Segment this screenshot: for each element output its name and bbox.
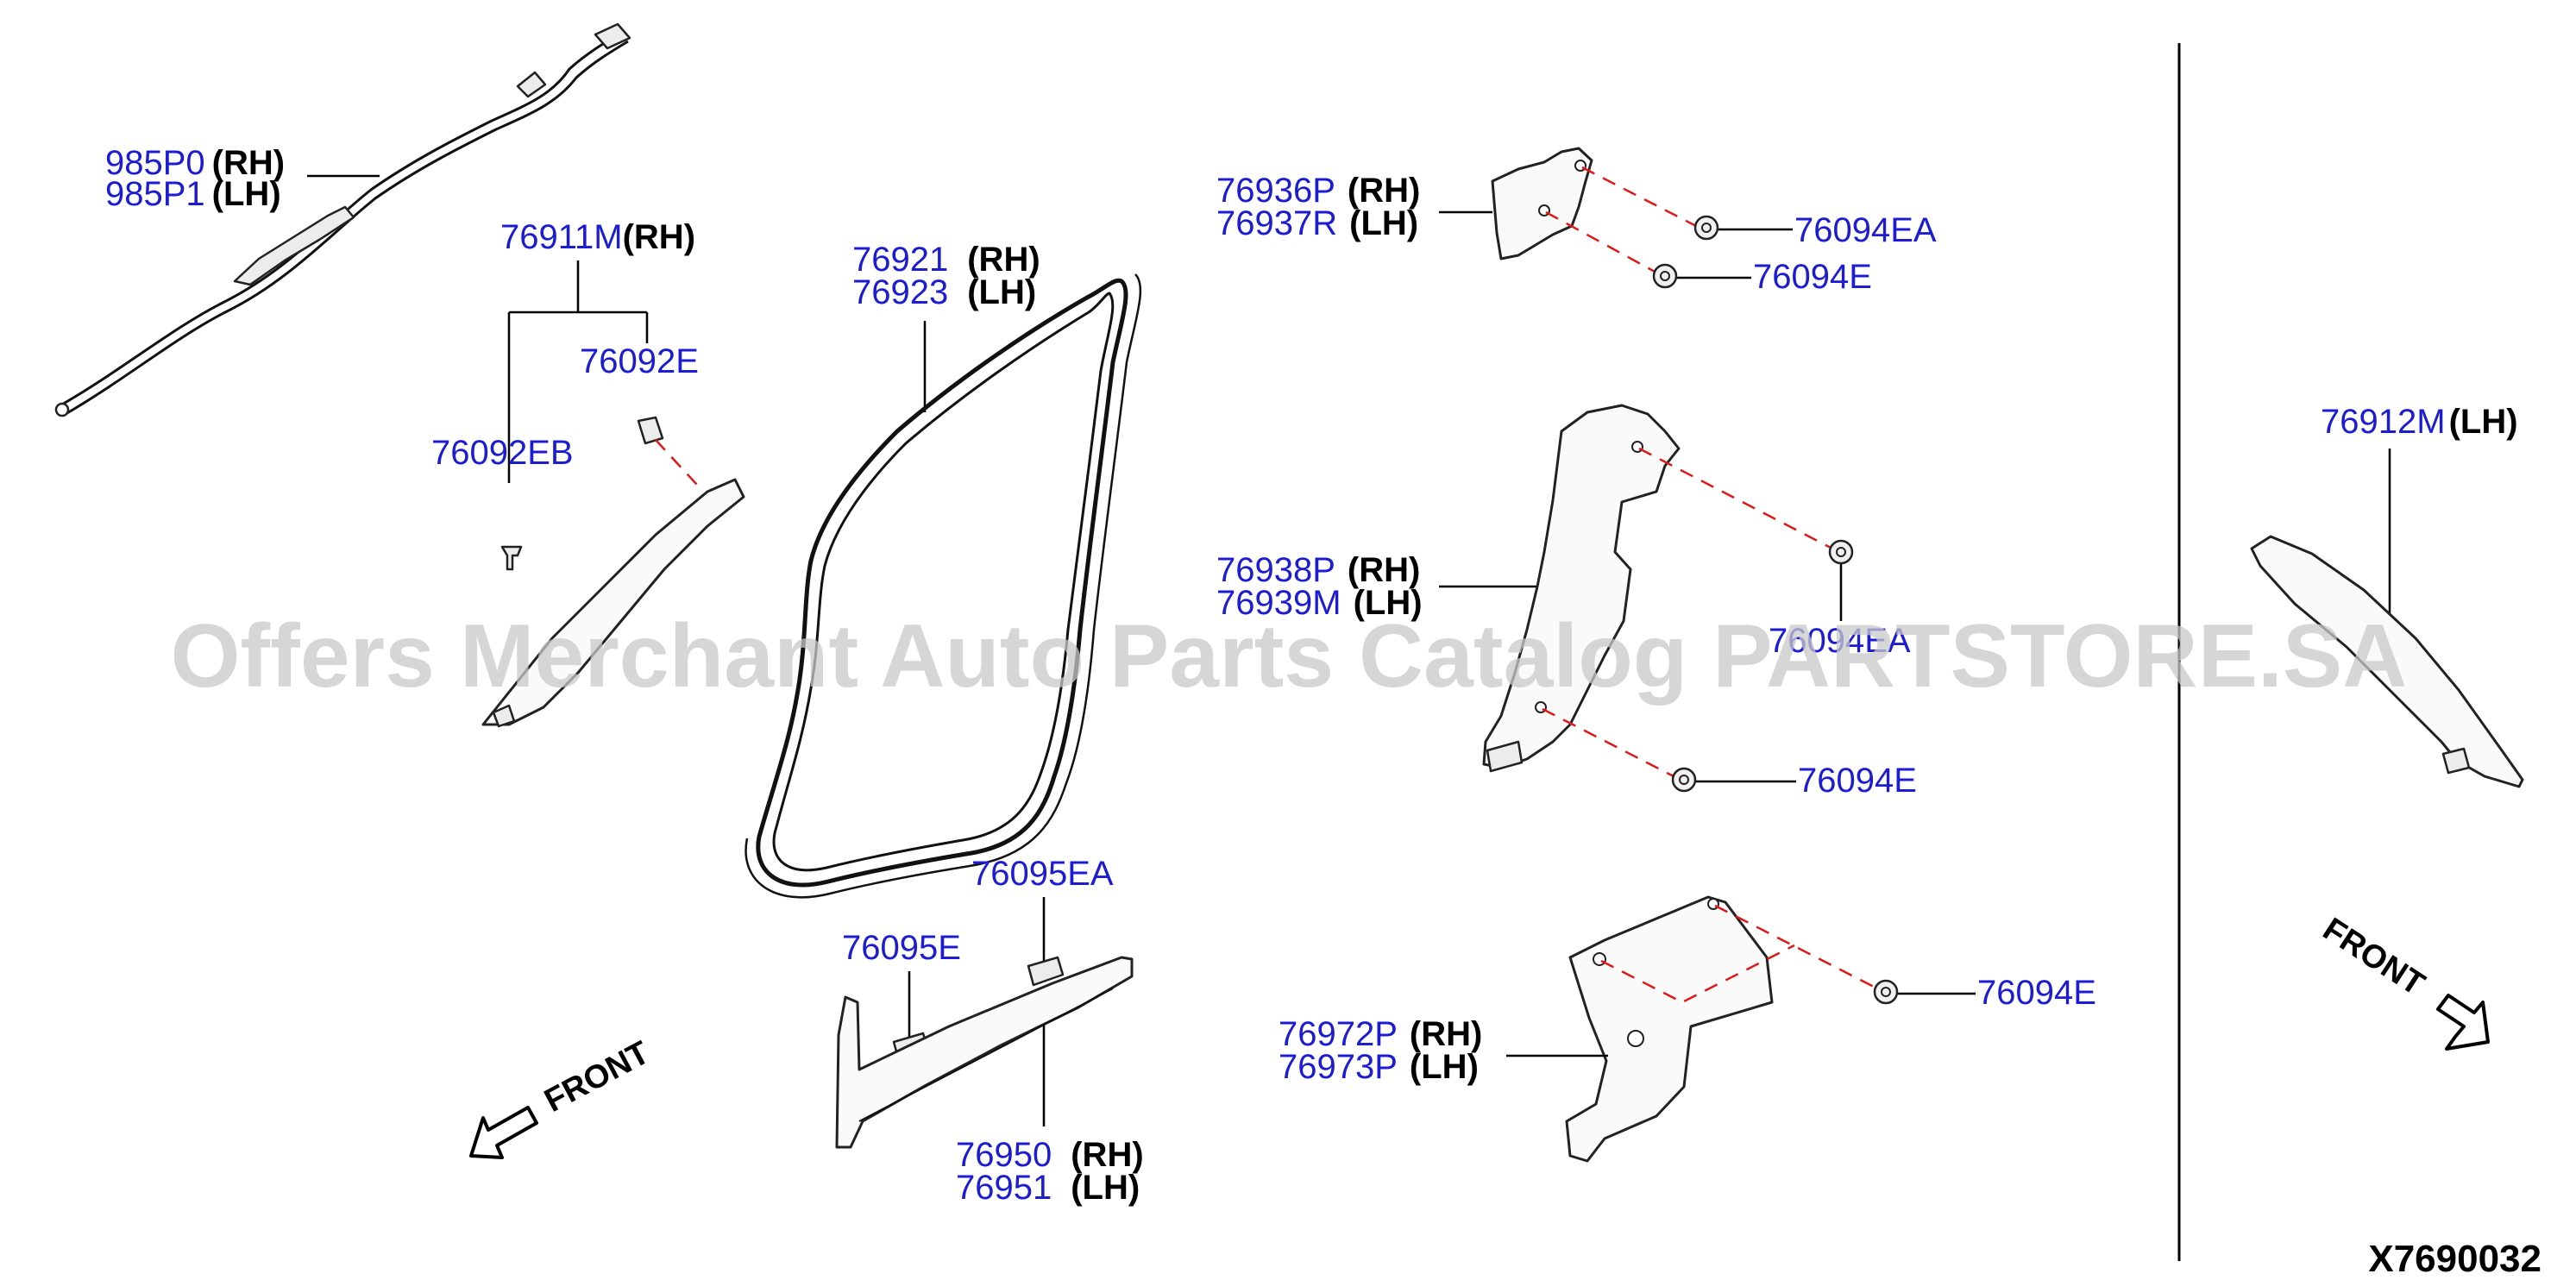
- front-label-right: FRONT: [2316, 911, 2431, 1003]
- part-76092EB[interactable]: 76092EB: [431, 434, 574, 472]
- diagram-id: X7690032: [2368, 1238, 2541, 1280]
- front-direction-arrow-left: FRONT: [469, 1034, 656, 1159]
- part-76095E[interactable]: 76095E: [842, 929, 961, 967]
- part-985P1[interactable]: 985P1(LH): [105, 175, 281, 213]
- leader-76911M-rh: [507, 260, 649, 483]
- clip-76094E-mid-icon: [1671, 767, 1697, 793]
- fastener-path-76094E-top: [1545, 210, 1657, 274]
- part-76094EA-top[interactable]: 76094EA: [1794, 211, 1937, 249]
- garnish-lh-clip-slot: [2441, 747, 2471, 775]
- part-76937R[interactable]: 76937R(LH): [1216, 204, 1418, 242]
- part-76094E-top[interactable]: 76094E: [1753, 258, 1872, 296]
- part-76094E-low[interactable]: 76094E: [1977, 974, 2096, 1012]
- clip-76094EA-top-icon: [1693, 215, 1719, 241]
- part-76094E-mid[interactable]: 76094E: [1798, 762, 1917, 800]
- clip-76094E-top-icon: [1652, 263, 1678, 289]
- part-76950[interactable]: 76950(RH): [956, 1136, 1144, 1174]
- center-pillar-lower-illustration: [1482, 404, 1681, 769]
- fastener-path-76094EA-mid: [1638, 447, 1833, 550]
- part-76092E[interactable]: 76092E: [580, 342, 699, 380]
- part-985P0[interactable]: 985P0(RH): [105, 144, 285, 182]
- part-76911M-rh[interactable]: 76911M(RH): [500, 218, 695, 256]
- fastener-path-76094EA-top: [1581, 166, 1697, 228]
- part-76923[interactable]: 76923(LH): [852, 273, 1036, 311]
- part-76972P[interactable]: 76972P(RH): [1279, 1015, 1482, 1053]
- rear-pillar-lower-illustration: [1565, 895, 1774, 1163]
- part-76938P[interactable]: 76938P(RH): [1216, 551, 1420, 589]
- screw-76092EB-icon: [500, 545, 523, 571]
- clip-76094E-low-icon: [1873, 979, 1899, 1005]
- center-pillar-upper-illustration: [1491, 147, 1593, 260]
- fastener-path-76094E-mid: [1542, 707, 1674, 778]
- kicking-plate-illustration: [835, 956, 1134, 1149]
- door-weatherstrip-illustration: [745, 273, 1142, 899]
- part-76973P[interactable]: 76973P(LH): [1279, 1048, 1479, 1086]
- clip-76095EA-icon: [1027, 956, 1065, 987]
- curtain-airbag-illustration: [54, 22, 631, 417]
- part-76095EA[interactable]: 76095EA: [971, 855, 1114, 893]
- front-pillar-garnish-rh-illustration: [481, 478, 745, 726]
- watermark-text: Offers Merchant Auto Parts Catalog PARTS…: [171, 606, 2408, 706]
- front-label-left: FRONT: [539, 1034, 656, 1120]
- garnish-clip-slot: [492, 704, 516, 728]
- pillar-vent-grille: [1486, 740, 1524, 773]
- fastener-path-76092E: [655, 439, 698, 486]
- part-76951[interactable]: 76951(LH): [956, 1169, 1140, 1207]
- front-pillar-garnish-lh-illustration: [2250, 535, 2524, 788]
- part-76094EA-mid[interactable]: 76094EA: [1769, 622, 1911, 660]
- part-76936P[interactable]: 76936P(RH): [1216, 172, 1420, 210]
- fastener-path-76094E-low: [1600, 904, 1878, 1004]
- part-76921[interactable]: 76921(RH): [852, 241, 1040, 279]
- part-76939M[interactable]: 76939M(LH): [1216, 584, 1423, 622]
- clip-76094EA-mid-icon: [1828, 539, 1854, 565]
- front-direction-arrow-right: FRONT: [2316, 911, 2490, 1051]
- clip-76092E-icon: [637, 416, 664, 445]
- part-76912M-lh[interactable]: 76912M(LH): [2321, 403, 2518, 441]
